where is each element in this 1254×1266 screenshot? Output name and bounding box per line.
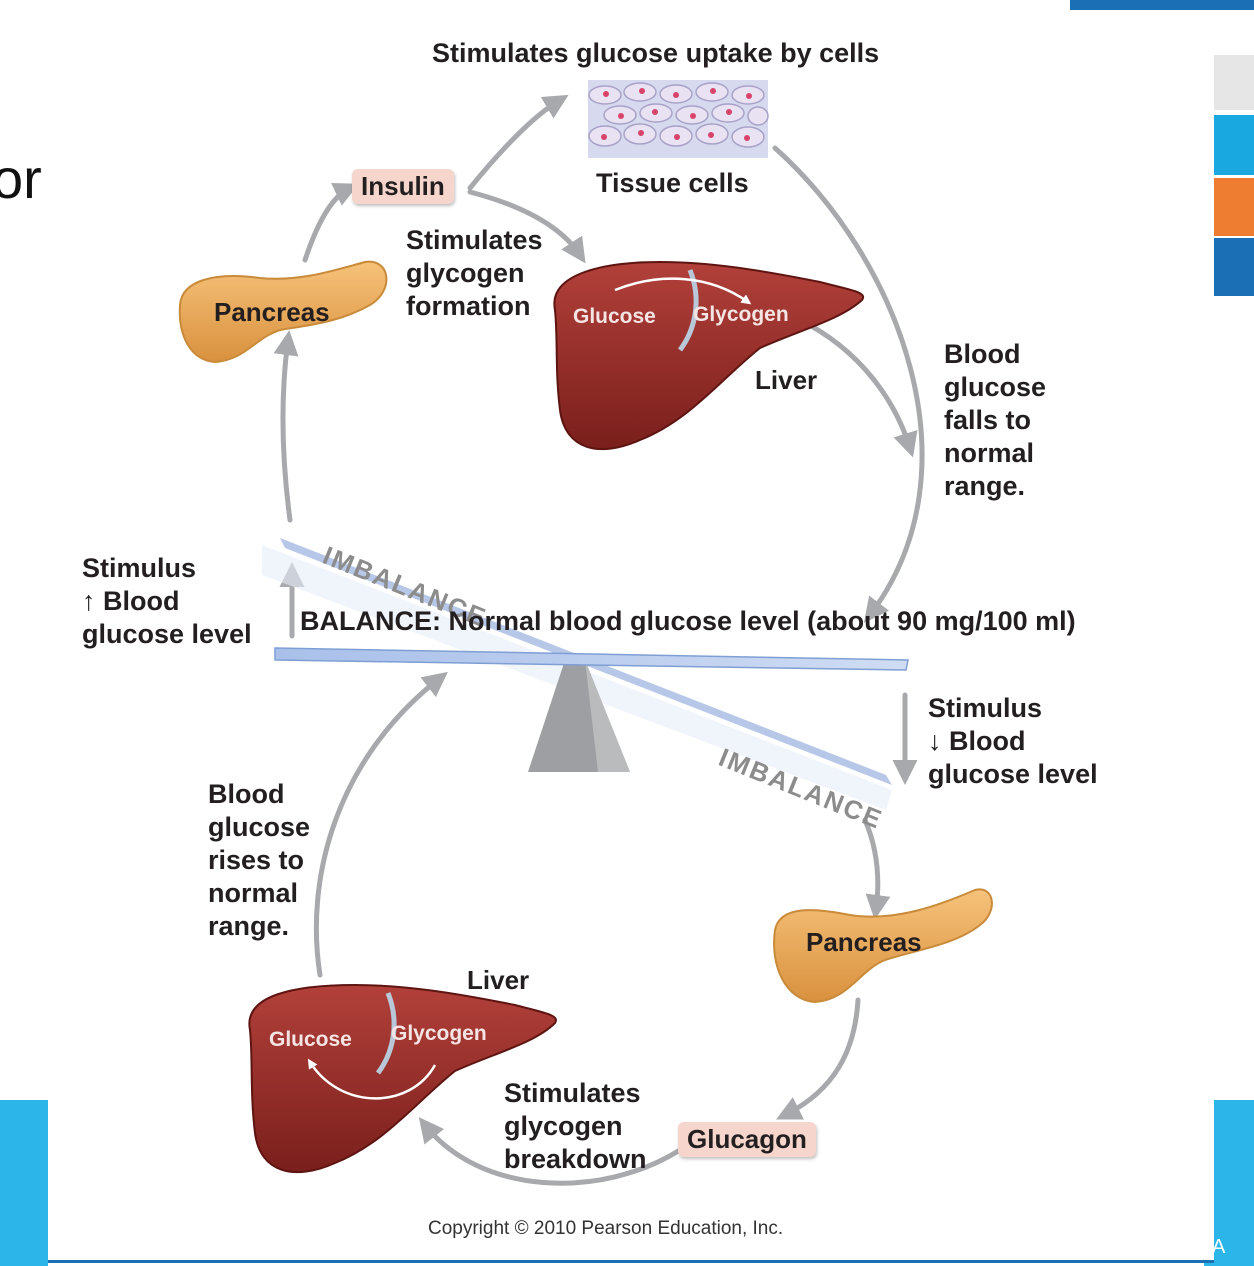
- pancreas-bottom-label: Pancreas: [806, 927, 922, 957]
- balance-beam: [274, 647, 909, 671]
- copyright-text: Copyright © 2010 Pearson Education, Inc.: [428, 1218, 784, 1239]
- tissue-cells-image: [588, 80, 769, 158]
- balance-label: BALANCE: Normal blood glucose level (abo…: [300, 606, 1076, 637]
- blood-glucose-falls: Blood glucose falls to normal range.: [944, 339, 1047, 501]
- liver-bottom-image: [248, 983, 557, 1174]
- liver-top-label: Liver: [755, 365, 818, 395]
- stimulus-down: Stimulus ↓ Blood glucose level: [928, 693, 1098, 789]
- liver-top-image: [553, 260, 865, 451]
- liver-top-glycogen-label: Glycogen: [693, 303, 789, 326]
- seesaw: [262, 538, 909, 810]
- arrow-insulin-to-tissue: [467, 94, 569, 191]
- stim-glycogen-breakdown: Stimulates glycogen breakdown: [504, 1078, 647, 1174]
- glucagon-label: Glucagon: [678, 1122, 816, 1157]
- partial-title-text: or: [0, 147, 42, 210]
- balance-bold: BALANCE:: [300, 606, 441, 636]
- tissue-cells-label: Tissue cells: [596, 168, 749, 198]
- arrow-liver-to-falls: [797, 317, 918, 458]
- arrow-balance-to-pancreas: [273, 330, 299, 523]
- slide-bottom-rule: [48, 1260, 1214, 1263]
- arrow-rises-to-balance: [313, 671, 448, 978]
- slide-accent-right-gray: [1214, 55, 1254, 110]
- top-heading: Stimulates glucose uptake by cells: [432, 38, 880, 68]
- arrow-insulin-to-liver: [467, 189, 586, 264]
- pancreas-bottom-image: [773, 888, 993, 1004]
- partial-right-letter: A: [1212, 1236, 1226, 1258]
- slide-accent-right-darkblue: [1214, 238, 1254, 296]
- stimulus-up: Stimulus ↑ Blood glucose level: [82, 553, 252, 649]
- liver-bottom-glucose-label: Glucose: [269, 1028, 352, 1051]
- slide-accent-right-blue: [1214, 115, 1254, 175]
- pancreas-top-label: Pancreas: [214, 297, 330, 327]
- arrow-tissue-to-balance: [772, 145, 925, 623]
- liver-bottom-label: Liver: [467, 965, 530, 995]
- pancreas-top-image: [178, 260, 388, 364]
- slide-accent-right-orange: [1214, 178, 1254, 236]
- arrow-pancreas-to-insulin: [302, 183, 360, 263]
- liver-bottom-glycogen-label: Glycogen: [391, 1022, 487, 1045]
- arrow-pancreas-to-glucagon: [776, 997, 861, 1120]
- cycle-arrows: [273, 94, 925, 1186]
- stim-glycogen-formation: Stimulates glycogen formation: [406, 225, 543, 321]
- blood-glucose-rises: Blood glucose rises to normal range.: [208, 779, 311, 941]
- arrow-imbalance-to-pancreas: [862, 817, 891, 920]
- balance-rest: Normal blood glucose level (about 90 mg/…: [441, 606, 1076, 636]
- arrow-glucagon-to-liver: [418, 1117, 683, 1186]
- diagram-panel: [48, 10, 1214, 1262]
- insulin-label: Insulin: [352, 169, 454, 204]
- slide-accent-bottom-left: [0, 1100, 48, 1266]
- slide-accent-top-blue: [1070, 0, 1254, 10]
- liver-top-glucose-label: Glucose: [573, 305, 656, 328]
